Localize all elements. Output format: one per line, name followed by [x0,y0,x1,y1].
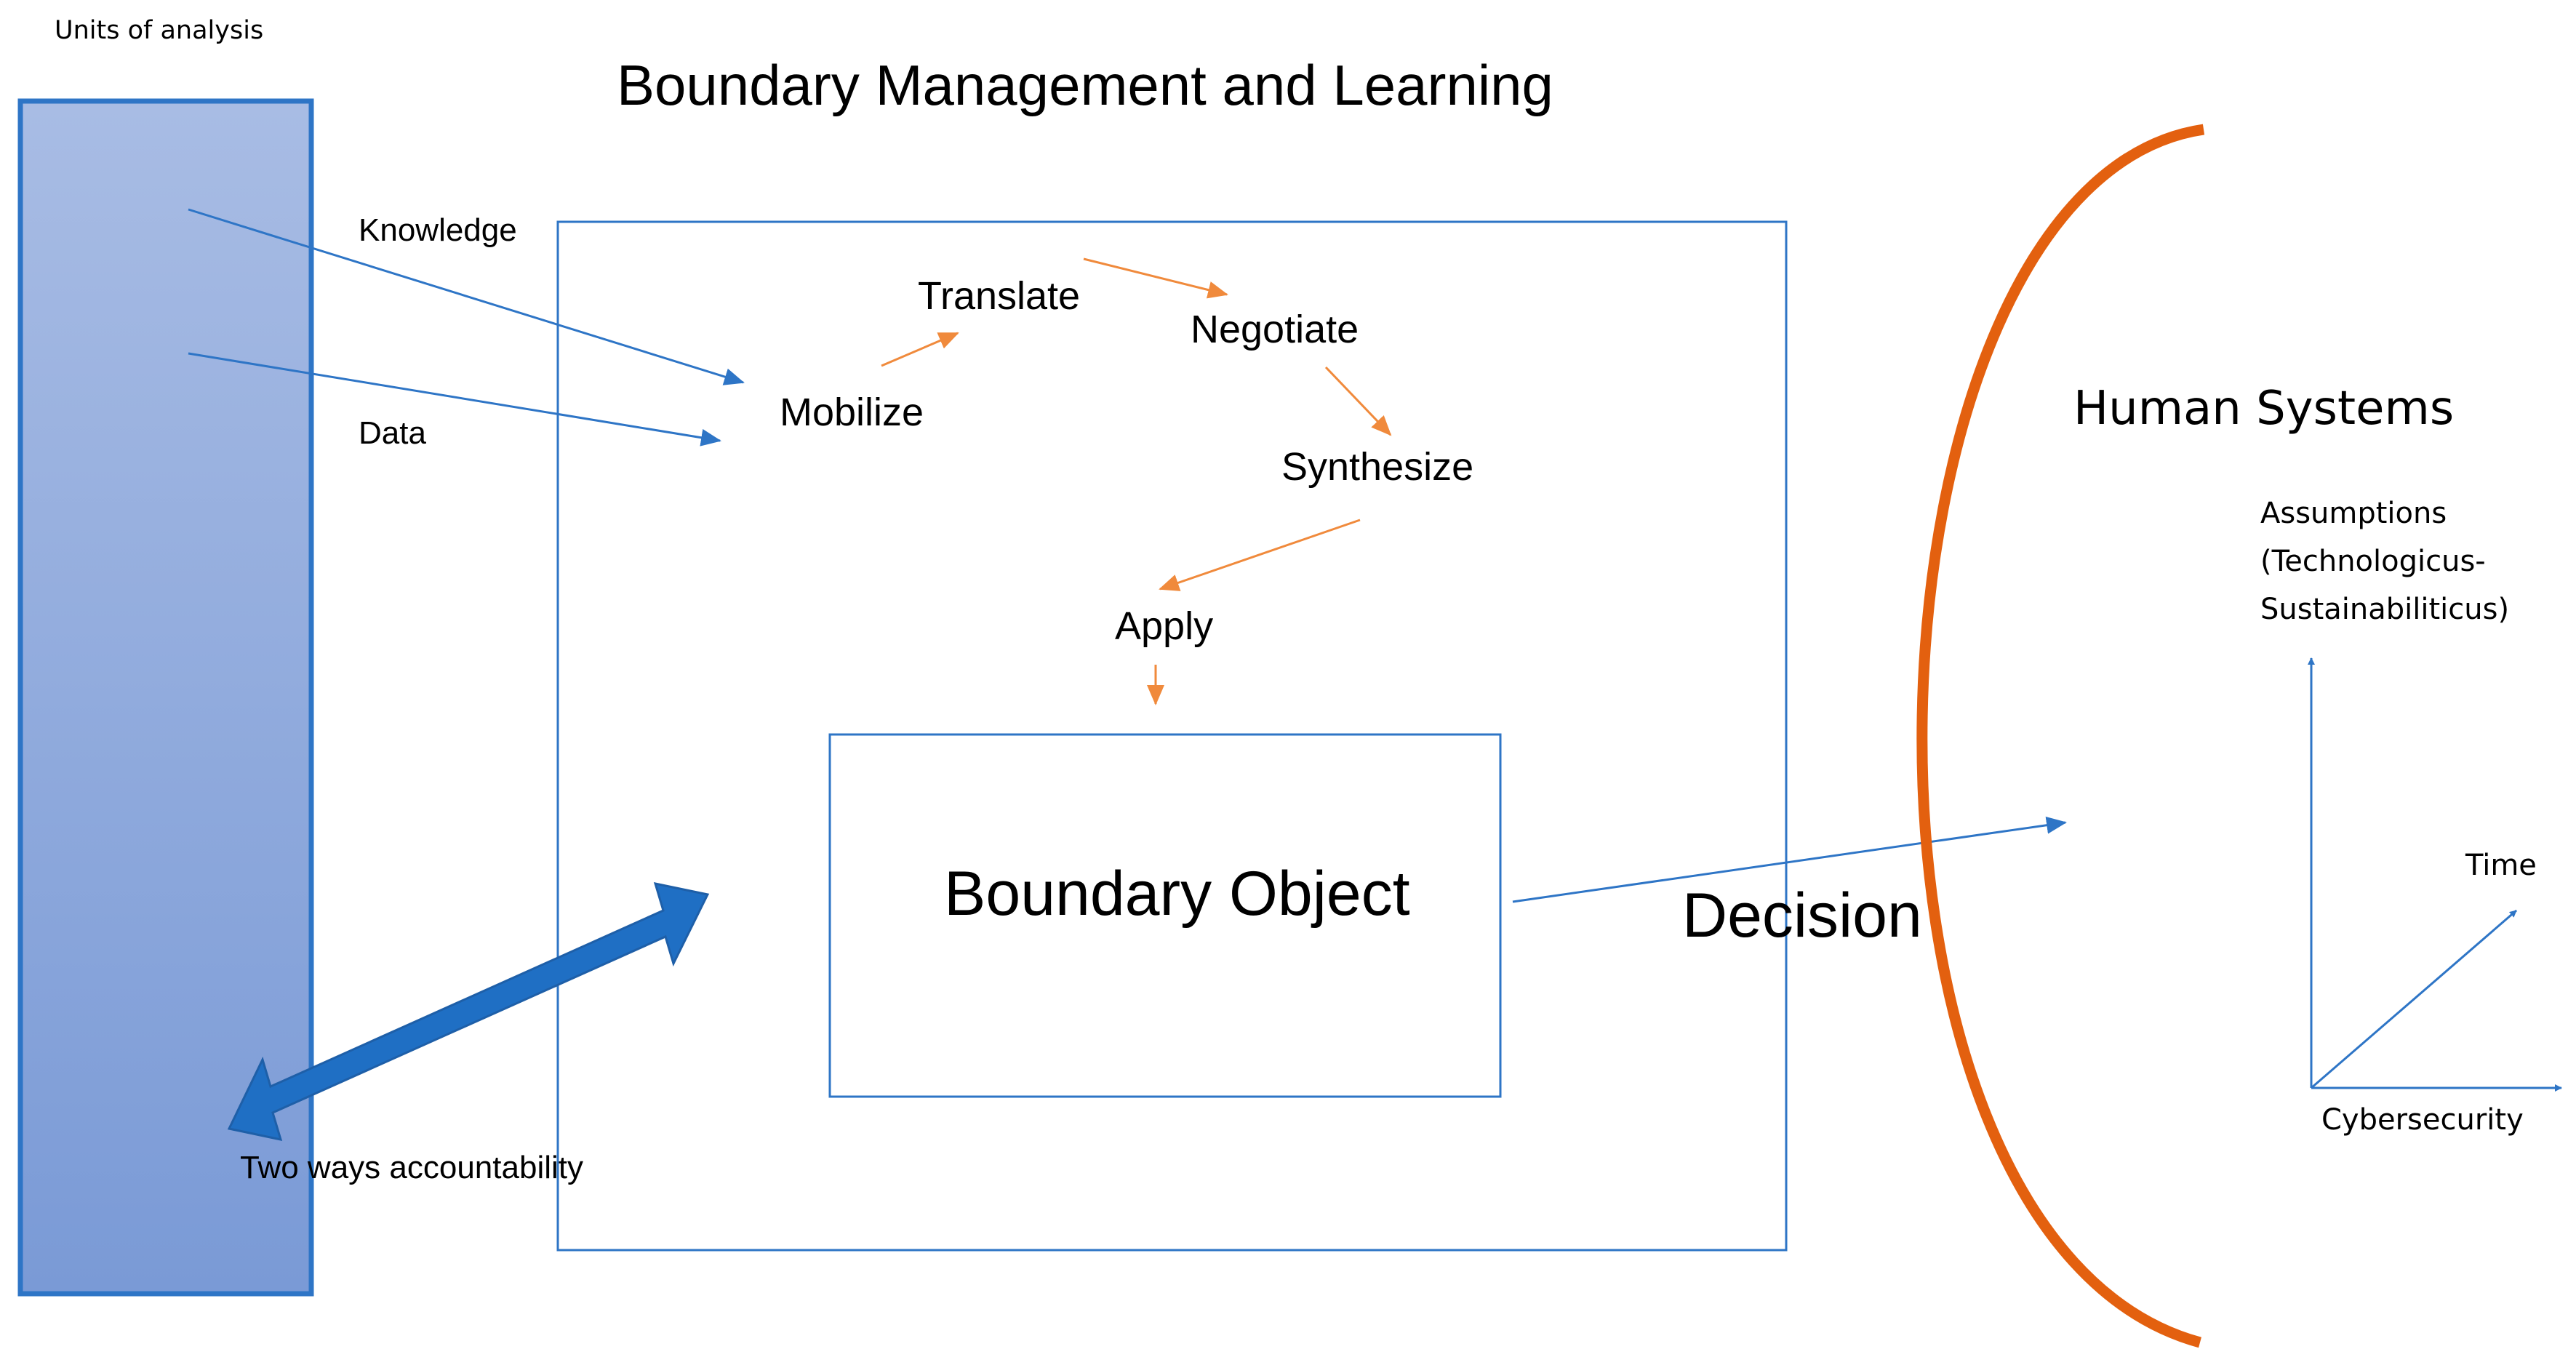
negotiate-label: Negotiate [1191,308,1359,351]
human-systems-title: Human Systems [2073,382,2455,436]
human-systems-arc [1916,124,2205,1348]
y-axis-label-line-3: Sustainabiliticus) [2260,593,2510,626]
mobilize-label: Mobilize [780,391,924,434]
two-ways-accountability-arrow [227,882,710,1141]
synthesize-label: Synthesize [1281,445,1474,489]
synthesize-to-apply-arrow [1159,519,1361,591]
units-of-analysis-label: Units of analysis [55,16,264,45]
y-axis-label-line-1: Assumptions [2260,497,2447,530]
time-axis [2311,909,2517,1089]
data-arrow [188,352,721,447]
translate-to-negotiate-arrow [1083,257,1228,299]
decision-label: Decision [1682,881,1922,950]
accountability-label: Two ways accountability [240,1150,583,1185]
page-title: Boundary Management and Learning [617,53,1553,117]
knowledge-arrow [188,208,745,385]
x-axis-label: Cybersecurity [2321,1103,2524,1137]
apply-label: Apply [1115,604,1214,648]
decision-arrow [1512,816,2067,903]
knowledge-label: Knowledge [359,212,517,248]
boundary-object-box [828,733,1502,1098]
time-axis-label: Time [2465,849,2537,882]
data-label: Data [359,415,426,451]
translate-label: Translate [918,274,1081,318]
negotiate-to-synthesize-arrow [1324,366,1392,436]
y-axis-label-line-2: (Technologicus- [2260,545,2486,578]
boundary-object-label: Boundary Object [944,859,1410,929]
mobilize-to-translate-arrow [881,332,959,367]
boundary-management-frame [556,220,1788,1252]
